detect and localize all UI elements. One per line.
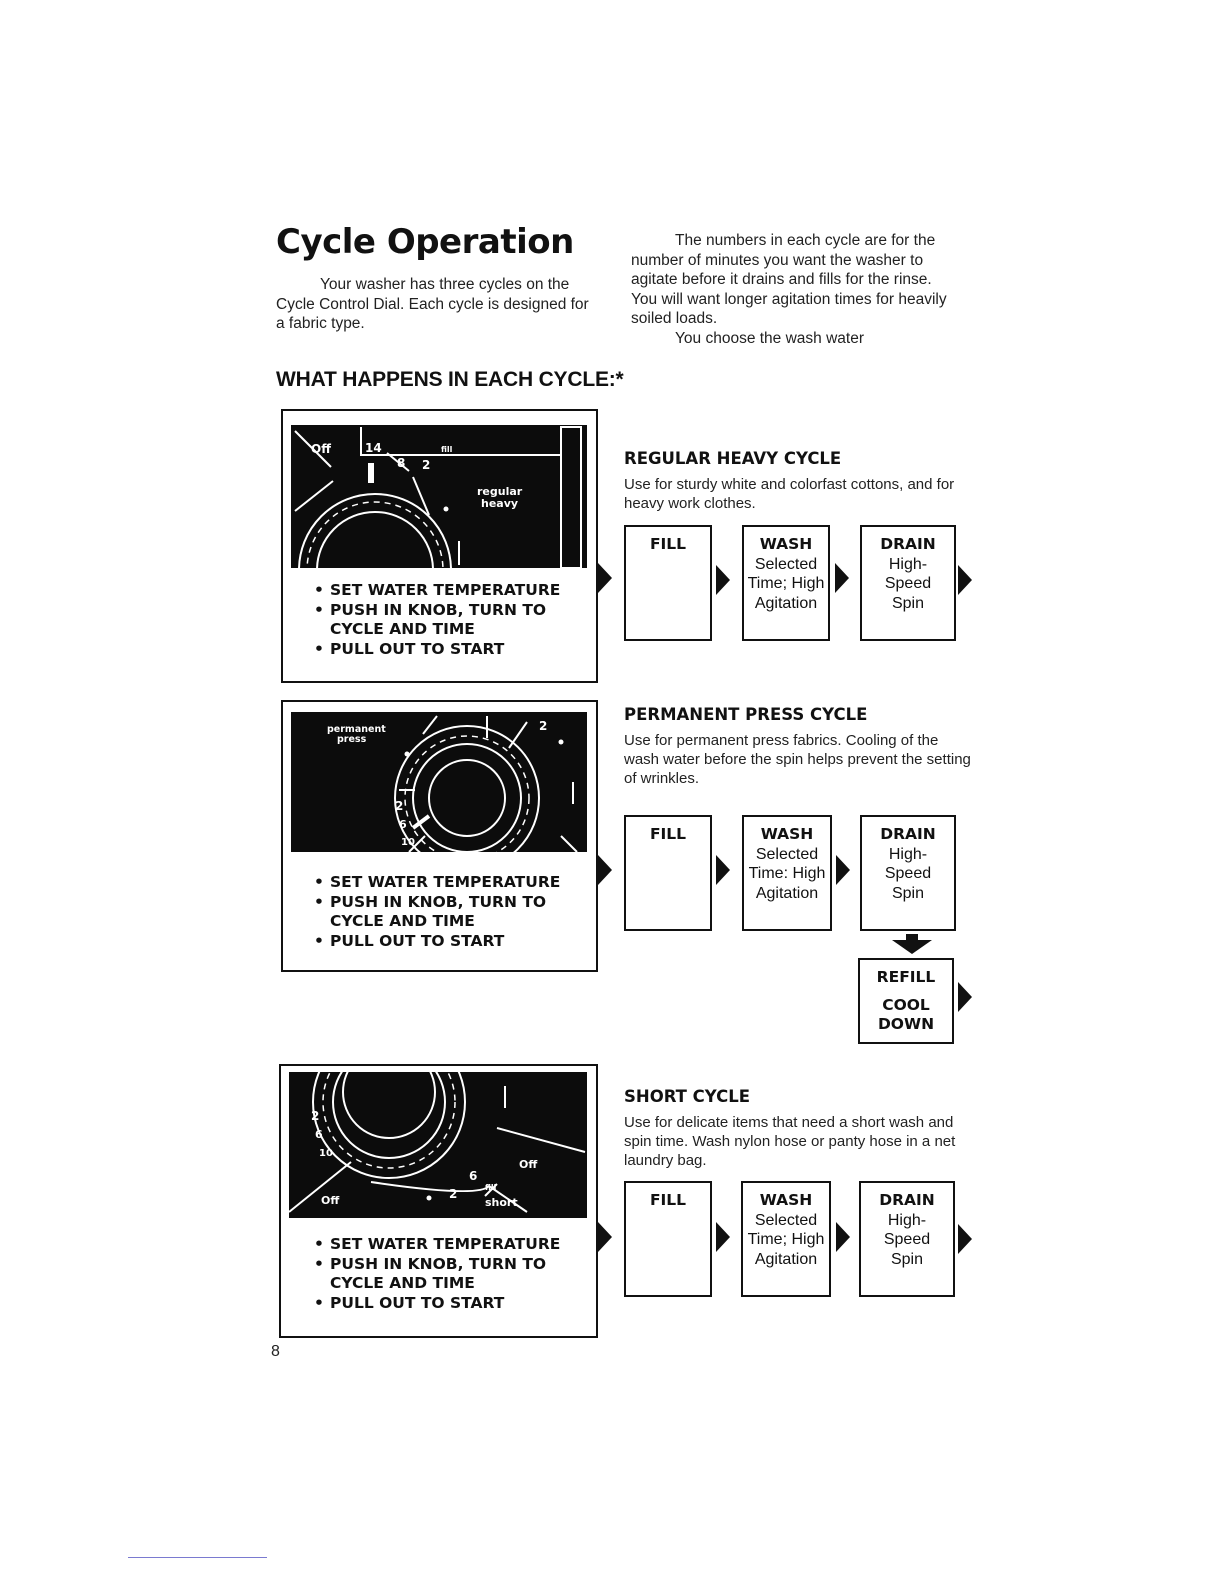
arrow-icon xyxy=(716,855,730,885)
permanent-press-dial: permanent press 2 2 6 10 xyxy=(291,712,587,852)
dial-label-6-bottom: 6 xyxy=(469,1169,477,1183)
dial-label-2-top: 2 xyxy=(539,719,547,733)
dial-label-6: 6 xyxy=(315,1128,323,1141)
instruction-item: •SET WATER TEMPERATURE xyxy=(314,1235,561,1253)
arrow-icon xyxy=(958,982,972,1012)
regular-step-fill: FILL xyxy=(624,525,712,641)
section-heading: WHAT HAPPENS IN EACH CYCLE:* xyxy=(276,368,624,391)
arrow-icon xyxy=(598,1222,612,1252)
arrow-icon xyxy=(836,1222,850,1252)
permanent-press-panel: permanent press 2 2 6 10 •SET WATER TEMP… xyxy=(281,700,598,972)
page-number: 8 xyxy=(271,1343,280,1360)
dial-name-line1: regular xyxy=(477,485,523,498)
short-cycle-description: Use for delicate items that need a short… xyxy=(624,1114,956,1169)
permanent-cycle-description: Use for permanent press fabrics. Cooling… xyxy=(624,732,971,787)
intro-right-paragraph-2: You choose the wash water xyxy=(675,329,864,347)
dial-label-2: 2 xyxy=(422,458,430,472)
dial-label-10: 10 xyxy=(319,1148,333,1159)
short-cycle-title: SHORT CYCLE xyxy=(624,1087,751,1106)
short-dial: 2 6 10 Off Off 2 6 fill short xyxy=(289,1072,587,1218)
dial-label-off: Off xyxy=(311,442,331,456)
permanent-instructions: •SET WATER TEMPERATURE •PUSH IN KNOB, TU… xyxy=(314,873,560,951)
permanent-cycle-title: PERMANENT PRESS CYCLE xyxy=(624,705,868,724)
instruction-item: •PUSH IN KNOB, TURN TO xyxy=(314,892,547,911)
arrow-icon xyxy=(716,565,730,595)
arrow-icon xyxy=(836,855,850,885)
regular-heavy-panel: Off 14 8 2 fill regular heavy •SET WATER… xyxy=(281,409,598,683)
dial-label-2: 2 xyxy=(311,1109,319,1123)
instruction-item: •SET WATER TEMPERATURE xyxy=(314,581,561,599)
dial-label-2-bottom: 2 xyxy=(449,1187,457,1201)
regular-heavy-dial: Off 14 8 2 fill regular heavy xyxy=(291,425,587,568)
short-step-fill: FILL xyxy=(624,1181,712,1297)
dial-name-line2: press xyxy=(337,734,367,745)
intro-right-paragraph-1: The numbers in each cycle are for the nu… xyxy=(631,232,947,327)
dial-label-10: 10 xyxy=(401,837,415,848)
dial-label-6: 6 xyxy=(399,818,407,831)
arrow-icon xyxy=(598,855,612,885)
dial-label-8: 8 xyxy=(397,456,405,470)
page-title: Cycle Operation xyxy=(276,222,574,262)
arrow-icon xyxy=(958,1224,972,1254)
permanent-step-fill: FILL xyxy=(624,815,712,931)
dial-label-off-left: Off xyxy=(321,1194,339,1207)
instruction-item: •PULL OUT TO START xyxy=(314,639,505,658)
instruction-item: CYCLE AND TIME xyxy=(330,620,475,638)
instruction-item: CYCLE AND TIME xyxy=(330,1274,475,1292)
arrow-icon xyxy=(716,1222,730,1252)
dial-label-fill: fill xyxy=(485,1183,497,1192)
dial-label-off-right: Off xyxy=(519,1158,537,1171)
dial-name-line2: heavy xyxy=(481,497,518,510)
regular-cycle-description: Use for sturdy white and colorfast cotto… xyxy=(624,476,955,512)
arrow-icon xyxy=(835,563,849,593)
dial-label-fill: fill xyxy=(441,445,453,454)
instruction-item: •PULL OUT TO START xyxy=(314,931,505,950)
instruction-item: •PUSH IN KNOB, TURN TO xyxy=(314,600,547,619)
instruction-item: CYCLE AND TIME xyxy=(330,912,475,930)
regular-cycle-title: REGULAR HEAVY CYCLE xyxy=(624,449,842,468)
instruction-item: •PULL OUT TO START xyxy=(314,1293,505,1312)
instruction-item: •SET WATER TEMPERATURE xyxy=(314,873,561,891)
regular-instructions: •SET WATER TEMPERATURE •PUSH IN KNOB, TU… xyxy=(314,581,560,659)
arrow-icon xyxy=(958,565,972,595)
arrow-icon xyxy=(598,563,612,593)
short-instructions: •SET WATER TEMPERATURE •PUSH IN KNOB, TU… xyxy=(314,1235,560,1313)
footnote-rule xyxy=(128,1557,267,1558)
dial-label-2: 2 xyxy=(395,799,403,813)
dial-label-14: 14 xyxy=(365,441,382,455)
intro-right-text: The numbers in each cycle are for the nu… xyxy=(631,231,961,348)
instruction-item: •PUSH IN KNOB, TURN TO xyxy=(314,1254,547,1273)
dial-name: short xyxy=(485,1196,518,1209)
dial-name-line1: permanent xyxy=(327,724,386,735)
intro-left-text: Your washer has three cycles on the Cycl… xyxy=(276,276,589,332)
arrow-down-icon xyxy=(892,934,932,954)
short-panel: 2 6 10 Off Off 2 6 fill short •SET WATER… xyxy=(279,1064,598,1338)
permanent-step-refill: REFILL COOL DOWN xyxy=(858,958,954,1044)
